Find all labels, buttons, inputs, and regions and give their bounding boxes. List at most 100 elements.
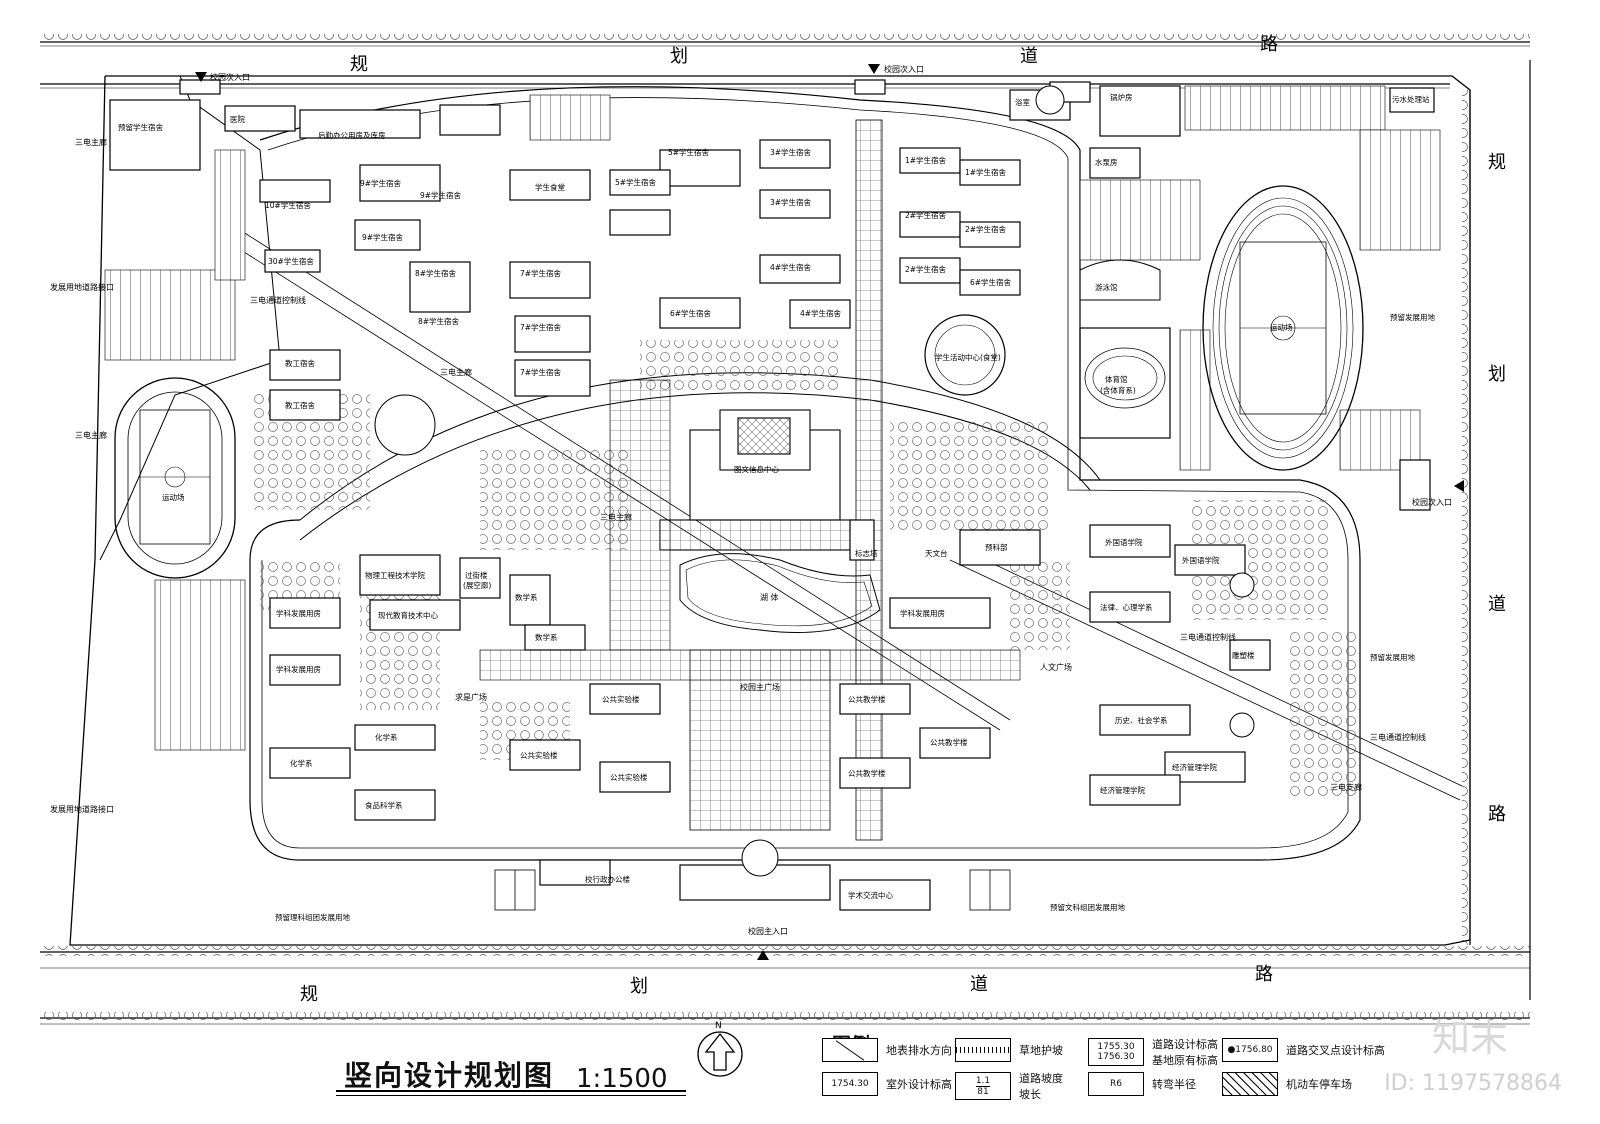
legend-symbol: 1754.30 [831, 1079, 869, 1089]
bottom-road [40, 946, 1530, 1025]
legend-label: 道路坡度 坡长 [1019, 1072, 1063, 1101]
road-labels: 规 划 道 路 规 划 道 路 规 划 道 路 [300, 34, 1506, 1005]
road-char: 划 [630, 976, 648, 997]
label: 化学系 [375, 732, 398, 742]
label: 锅炉房 [1110, 92, 1133, 102]
label: 校园主广场 [740, 682, 780, 692]
parking-lots [104, 85, 1441, 751]
sports-hall [1079, 259, 1171, 439]
road-char: 规 [350, 54, 368, 75]
label: 预留学生宿舍 [118, 122, 163, 132]
label: 现代教育技术中心 [378, 610, 438, 620]
label: 浴室 [1015, 97, 1031, 107]
legend-label: 室外设计标高 [886, 1078, 952, 1091]
title-underline [336, 1090, 686, 1096]
label: 运动场 [162, 492, 185, 502]
label: 学科发展用房 [276, 608, 321, 618]
label: 后勤办公用房及库房 [318, 130, 386, 140]
label: 2#学生宿舍 [905, 264, 947, 274]
building-labels: 预留学生宿舍 医院 后勤办公用房及库房 浴室 锅炉房 污水处理站 水泵房 10#… [118, 92, 1435, 922]
label: 7#学生宿舍 [520, 268, 562, 278]
label: 三电主廊 [600, 512, 632, 522]
label: 外国语学院 [1105, 537, 1143, 547]
legend-symbol-line: 1755.30 [1097, 1042, 1135, 1052]
label: 体育馆 [1105, 374, 1128, 384]
library-complex [659, 409, 861, 551]
label: 物理工程技术学院 [365, 570, 425, 580]
label: 6#学生宿舍 [970, 277, 1012, 287]
north-arrow: N [697, 1021, 743, 1077]
road-char: 道 [1488, 594, 1506, 615]
label: 雕塑楼 [1232, 650, 1255, 660]
label: 公共教学楼 [848, 768, 886, 778]
label: 运动场 [1270, 322, 1293, 332]
label: 公共教学楼 [848, 694, 886, 704]
label: 5#学生宿舍 [668, 147, 710, 157]
label: 教工宿舍 [285, 400, 315, 410]
road-char: 路 [1255, 964, 1273, 985]
label: 9#学生宿舍 [360, 178, 402, 188]
road-char: 划 [1488, 364, 1506, 385]
turn-radius-icon: R6 [1088, 1072, 1144, 1096]
road-char: 规 [1488, 152, 1506, 173]
label: 三电主廊 [75, 430, 107, 440]
label: 7#学生宿舍 [520, 322, 562, 332]
legend-symbol-line: 81 [977, 1086, 989, 1097]
label: 三电通道控制线 [1370, 732, 1426, 742]
drawing-title: 竖向设计规划图 1:1500 [344, 1048, 704, 1094]
label: 3#学生宿舍 [770, 197, 812, 207]
right-road [1462, 60, 1531, 1000]
label: 8#学生宿舍 [415, 268, 457, 278]
legend-label: 地表排水方向 [886, 1044, 952, 1057]
label: 标志塔 [855, 548, 878, 558]
legend-symbol: ●1756.80 [1227, 1045, 1273, 1055]
label: 公共教学楼 [930, 737, 968, 747]
outdoor-elevation-icon: 1754.30 [822, 1072, 878, 1096]
label: 2#学生宿舍 [905, 210, 947, 220]
entrance-label: 校园次入口 [210, 72, 250, 82]
lake [679, 553, 881, 633]
legend-symbol-line: 1.1 [975, 1075, 991, 1087]
legend-label: 道路设计标高 基地原有标高 [1152, 1038, 1218, 1067]
label: 学科发展用房 [900, 608, 945, 618]
entrance-label: 校园主入口 [748, 926, 788, 936]
grass-slope-icon [955, 1038, 1011, 1062]
label: 发展用地道路接口 [50, 282, 114, 292]
legend-item-parking: 机动车停车场 [1222, 1072, 1352, 1096]
label: 1#学生宿舍 [965, 167, 1007, 177]
space-labels: 湖 体 校园主广场 人文广场 求是广场 三电主廊 三电主廊 三电主廊 三电支廊 … [50, 137, 1426, 814]
road-char: 规 [300, 984, 318, 1005]
entrance-markers [195, 64, 1464, 960]
entrance-label: 校园次入口 [1412, 497, 1452, 507]
label: 9#学生宿舍 [362, 232, 404, 242]
label: 历史、社会学系 [1115, 715, 1168, 725]
label: 法律、心理学系 [1100, 602, 1153, 612]
legend-item-grass-slope: 草地护坡 [955, 1038, 1063, 1062]
label: 7#学生宿舍 [520, 367, 562, 377]
intersection-elevation-icon: ●1756.80 [1222, 1038, 1278, 1062]
title-main: 竖向设计规划图 [344, 1059, 555, 1092]
road-char: 路 [1260, 34, 1278, 55]
label: 4#学生宿舍 [770, 262, 812, 272]
label: 学科发展用房 [276, 664, 321, 674]
label: 经济管理学院 [1100, 785, 1145, 795]
label: 三电通道控制线 [250, 295, 306, 305]
label: 公共实验楼 [520, 750, 558, 760]
label: 过街楼 [465, 570, 488, 580]
label: 4#学生宿舍 [800, 308, 842, 318]
north-label: N [715, 1021, 722, 1031]
label: 水泵房 [1095, 157, 1118, 167]
label: 校行政办公楼 [585, 874, 630, 884]
road-char: 道 [1020, 46, 1038, 67]
label: 天文台 [925, 548, 948, 558]
label: 发展用地道路接口 [50, 804, 114, 814]
watermark-id: ID: 1197578864 [1384, 1071, 1562, 1096]
label: 预科部 [985, 542, 1008, 552]
label: 医院 [230, 114, 245, 124]
label: 三电主廊 [440, 367, 472, 377]
label: 游泳馆 [1095, 282, 1118, 292]
